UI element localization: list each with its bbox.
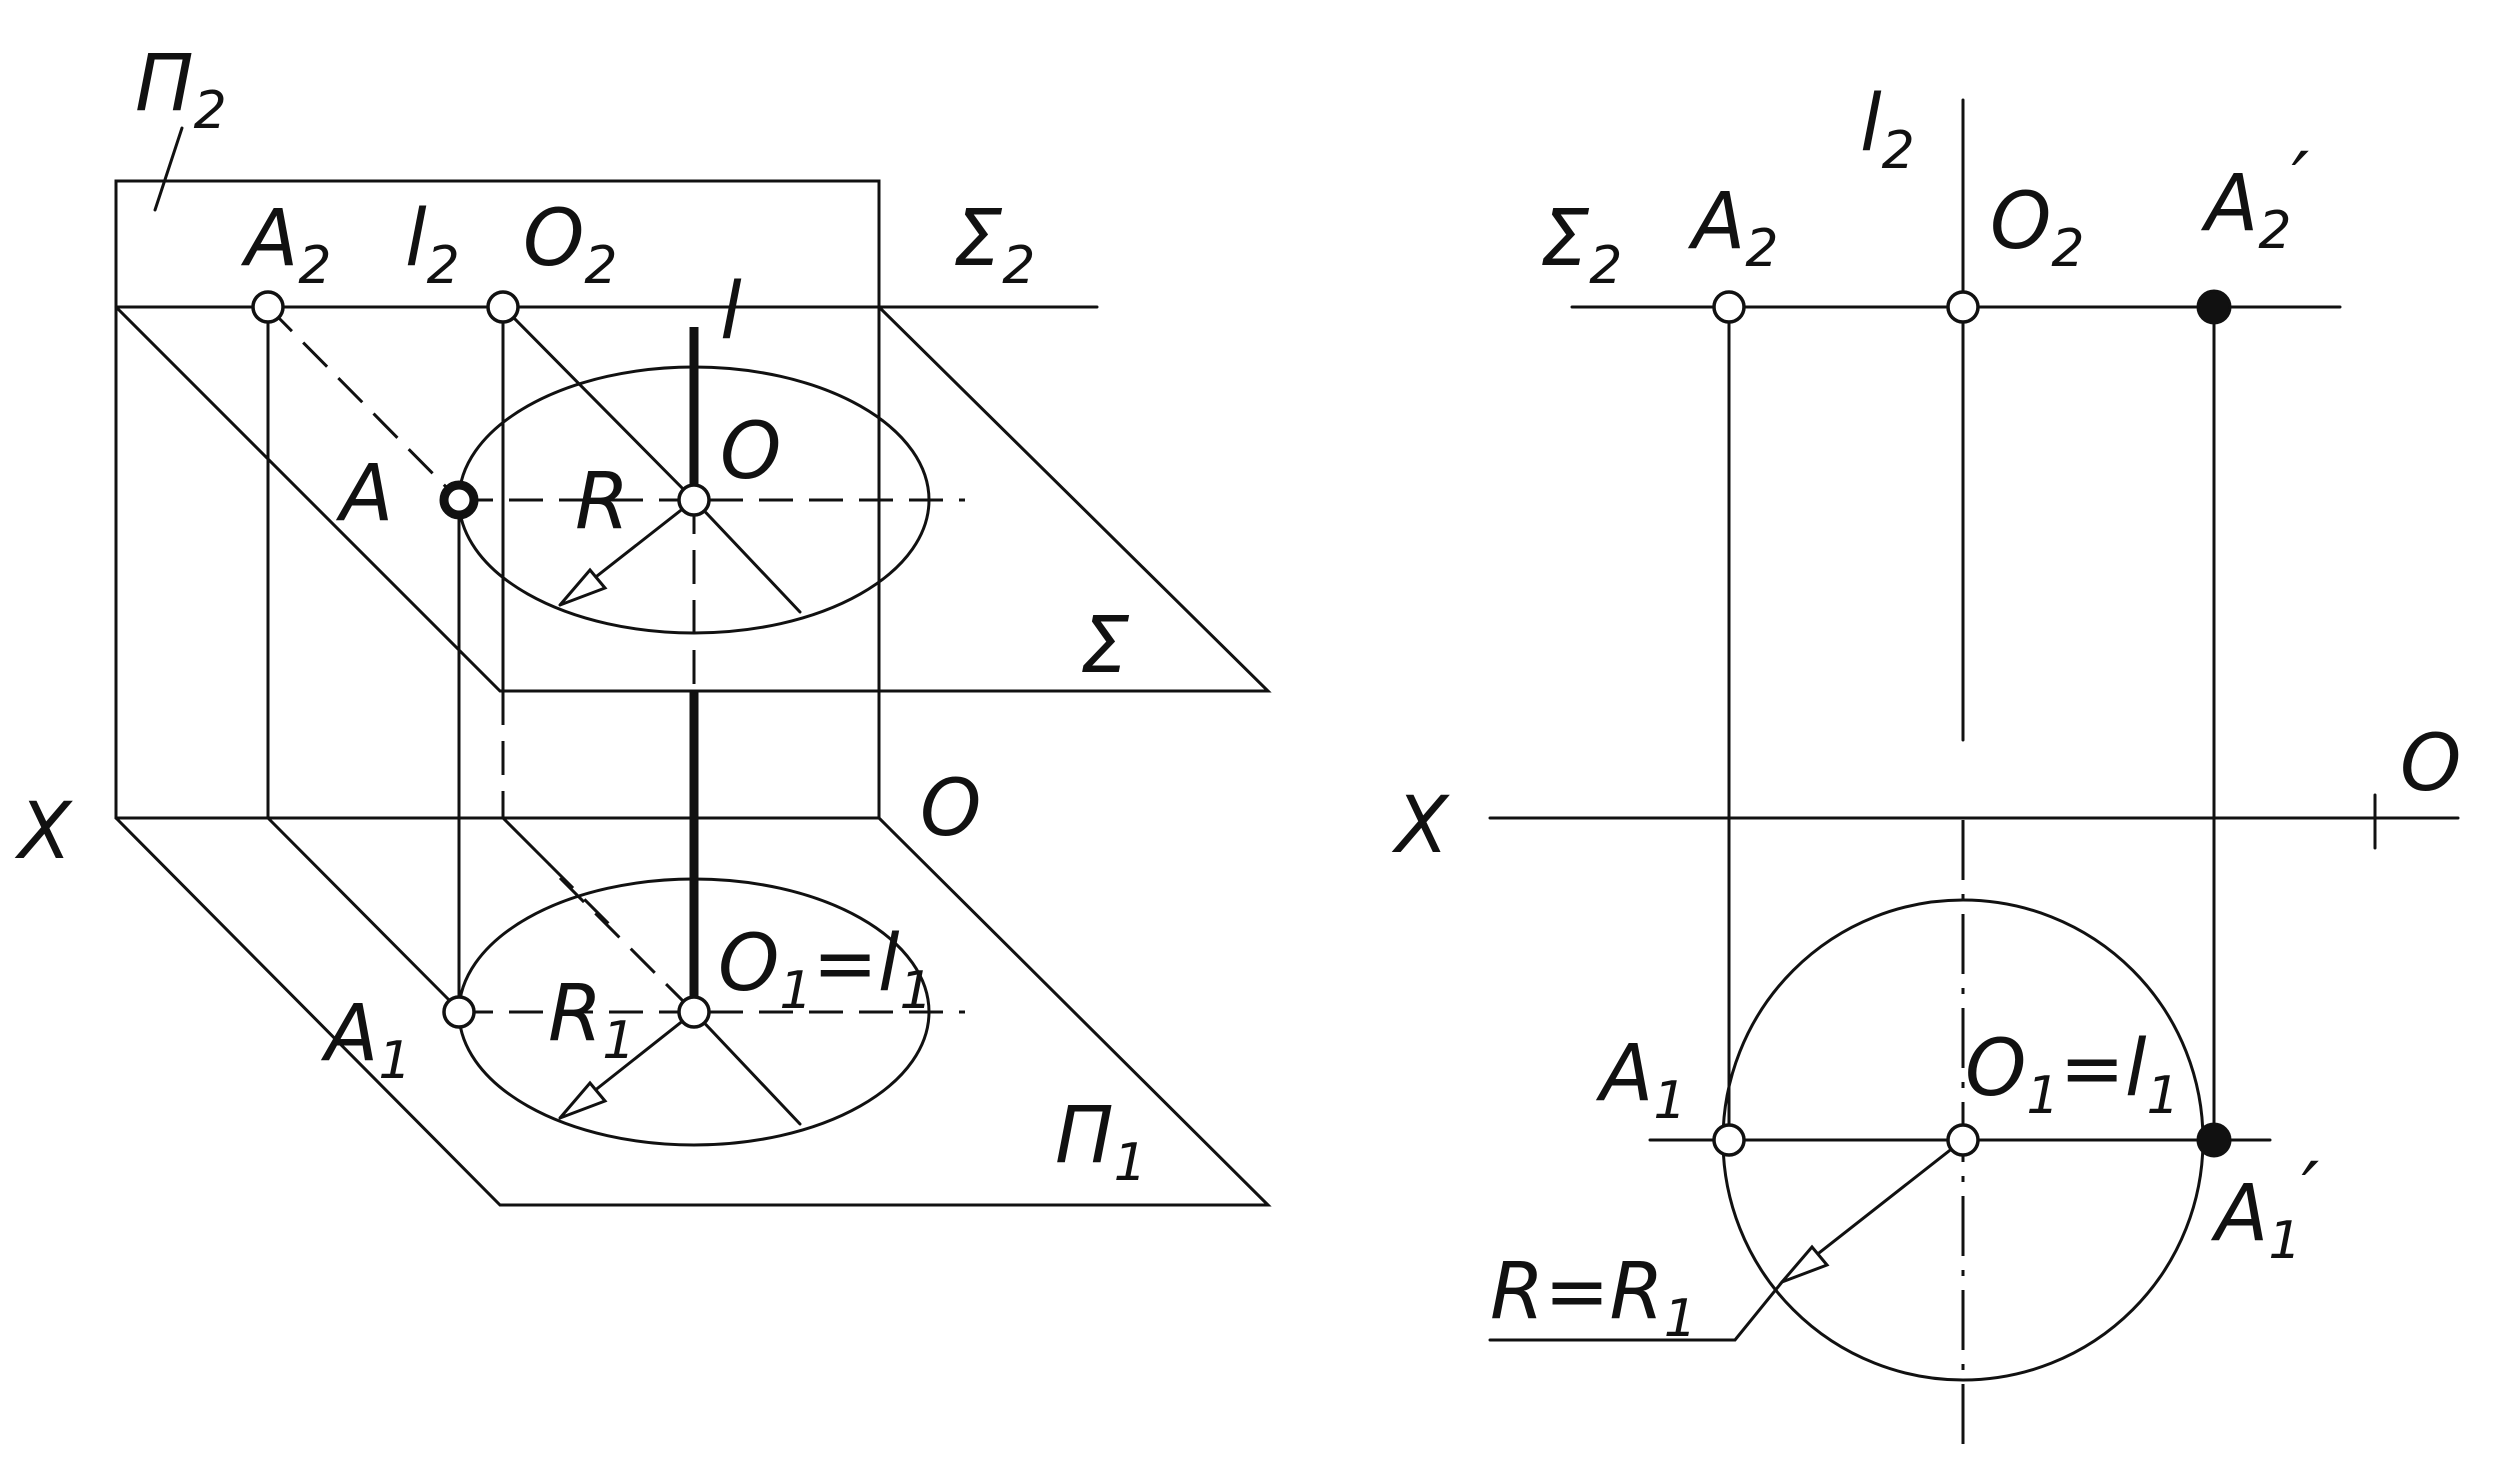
- horizontal-plane-outline: [114, 816, 1272, 1207]
- point-a2-marker: [251, 290, 285, 324]
- radius-arrowhead: [1780, 1244, 1830, 1284]
- radius-leader: [1488, 1280, 1784, 1342]
- point-l2-marker: [486, 290, 520, 324]
- label-r1: R1: [548, 969, 635, 1071]
- frontal-plane-leader: [153, 126, 184, 212]
- point-o2-marker: [1946, 290, 1980, 324]
- a2-horizontal-projector: [266, 816, 461, 1012]
- a2-to-a-diagonal: [266, 305, 461, 502]
- label-sigma: Σ: [1080, 601, 1130, 691]
- label-a1-right: A1: [1595, 1029, 1686, 1131]
- label-l2: l2: [405, 194, 460, 296]
- label-o1-l1-right: O1=l1: [1965, 1024, 2180, 1126]
- label-o1-l1: O1=l1: [718, 919, 933, 1021]
- label-a2-right: A2: [1687, 177, 1778, 279]
- label-x-left: X: [14, 787, 73, 877]
- label-a2-prime: A2′: [2200, 137, 2309, 261]
- o2-to-o-diagonal: [501, 305, 696, 502]
- label-pi2: Π2: [135, 39, 227, 141]
- l2-projector-hidden: [547, 862, 614, 929]
- label-a: A: [335, 449, 393, 539]
- point-o1-marker: [677, 995, 711, 1029]
- label-pi1: Π1: [1055, 1091, 1147, 1193]
- radius-r1-arrowhead: [558, 1080, 608, 1120]
- label-sigma2-right: Σ2: [1540, 194, 1622, 296]
- sigma-plane-outline: [114, 305, 1272, 693]
- label-o: O: [720, 407, 781, 497]
- point-a1-marker: [442, 995, 476, 1029]
- label-r: R: [575, 457, 629, 547]
- label-sigma2: Σ2: [953, 194, 1035, 296]
- label-o-axis-right: O: [2400, 719, 2461, 809]
- left-pictorial-view: Π2 A2 l2 O2 Σ2 l O A R Σ X O O1=l1 A1 R1…: [14, 39, 1272, 1207]
- label-a1-prime: A1′: [2210, 1147, 2319, 1271]
- point-a-marker: [439, 480, 479, 520]
- point-o-marker: [677, 483, 711, 517]
- point-a1p-marker: [2196, 1122, 2232, 1158]
- label-r-eq-r1: R=R1: [1490, 1247, 1697, 1349]
- label-l: l: [720, 267, 742, 357]
- label-o2-right: O2: [1990, 177, 2085, 279]
- point-a2-marker: [1712, 290, 1746, 324]
- h-circle-diagonal-hidden: [558, 876, 696, 1014]
- label-o-axis-left: O: [920, 764, 981, 854]
- point-a1-marker: [1712, 1123, 1746, 1157]
- radius-r-arrowhead: [558, 567, 608, 607]
- sigma-circle-diameter: [692, 498, 802, 614]
- label-o2: O2: [523, 194, 618, 296]
- point-o1-marker: [1946, 1123, 1980, 1157]
- label-l2-right: l2: [1860, 79, 1915, 181]
- label-a2: A2: [240, 194, 331, 296]
- right-orthographic-view: l2 Σ2 A2 O2 A2′ X O A1 O1=l1 A1′ R=R1: [1391, 79, 2461, 1450]
- point-a2p-marker: [2196, 289, 2232, 325]
- label-a1: A1: [320, 989, 411, 1091]
- label-x-right: X: [1391, 781, 1450, 871]
- h-circle-diameter: [692, 1010, 802, 1126]
- l2-projector-lower: [501, 816, 551, 866]
